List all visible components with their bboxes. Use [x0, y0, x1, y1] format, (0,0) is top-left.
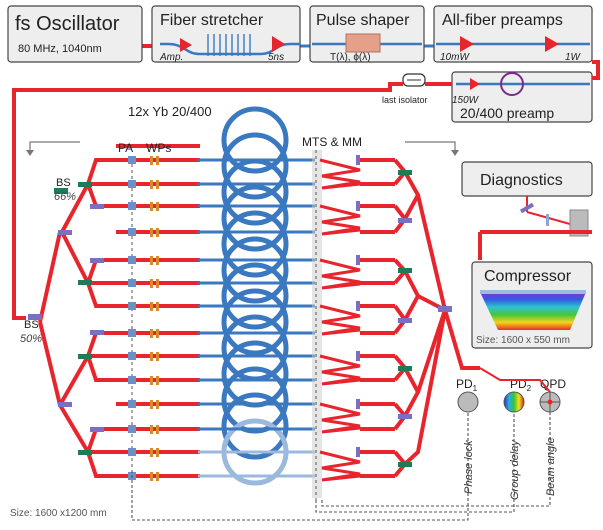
qpd-signal: Beam angle	[545, 437, 557, 496]
preamps-input-power: 10mW	[440, 52, 470, 63]
pd1-label: PD1	[456, 377, 478, 393]
dispersed-spectrum	[480, 292, 586, 330]
pump-triangle-icon	[470, 78, 480, 90]
diagnostics-section: Diagnostics	[461, 161, 593, 237]
mts-output-lines	[360, 158, 395, 478]
preamp-power: 150W	[452, 95, 480, 106]
grating-lines	[207, 34, 251, 56]
fiber-coil-icon	[500, 72, 524, 96]
pd1-signal: Phase lock	[463, 440, 475, 494]
diagnostics-label: Diagnostics	[480, 172, 563, 189]
fiber-coils	[221, 106, 289, 486]
amp-triangle-icon	[272, 36, 285, 52]
preamp-triangle-icon	[545, 36, 559, 52]
seed-chain: fs Oscillator 80 MHz, 1040nm Fiber stret…	[7, 5, 593, 63]
feedback-lines	[131, 412, 551, 521]
compressor-size: Size: 1600 x 550 mm	[476, 335, 570, 346]
amp-triangle-icon	[180, 38, 192, 52]
fiber-amplifier-array: 12x Yb 20/400	[128, 104, 315, 486]
preamp-triangle-icon	[460, 36, 474, 52]
mts-shade	[312, 150, 322, 498]
oscillator-spec: 80 MHz, 1040nm	[18, 43, 102, 55]
shaper-formula: T(λ), ϕ(λ)	[330, 52, 371, 63]
preamps-title: All-fiber preamps	[442, 12, 563, 29]
stretcher-duration: 5ns	[268, 52, 284, 63]
splitter-optics-right	[398, 170, 452, 467]
splitter-tree-left	[38, 158, 116, 478]
mts-label: MTS & MM	[302, 135, 362, 149]
bs-top-ratio: 66%	[54, 191, 76, 203]
preamps-box	[433, 5, 593, 63]
waveplate-markers	[150, 156, 159, 481]
amp-count-label: 12x Yb 20/400	[128, 104, 212, 119]
pa-markers	[128, 156, 136, 480]
stretcher-title: Fiber stretcher	[160, 12, 264, 29]
array-size-label: Size: 1600 x1200 mm	[10, 508, 107, 519]
compressor-label: Compressor	[484, 268, 572, 285]
detectors: PD1 PD2 QPD Phase lock Group delay Beam …	[456, 367, 566, 500]
preamp-20-400: 150W 20/400 preamp last isolator	[382, 71, 593, 123]
mts-zigzags	[319, 158, 361, 482]
main-beam-route	[12, 60, 600, 320]
oscillator-box	[7, 5, 143, 63]
shaper-mask	[345, 33, 381, 53]
compressor-section: Compressor Size: 1600 x 550 mm	[471, 230, 593, 349]
pd1-icon	[457, 391, 479, 413]
grating-bar	[480, 290, 586, 294]
splitter-optics-left: BS 66% BS 50%	[20, 177, 104, 455]
pd2-icon	[503, 391, 525, 413]
preamps-output-power: 1W	[565, 52, 582, 63]
shaper-title: Pulse shaper	[316, 12, 410, 29]
mirror-markers	[356, 155, 360, 457]
wps-label: WPs	[146, 141, 171, 155]
isolator-label: last isolator	[382, 95, 428, 105]
bs-top-name: BS	[56, 177, 71, 189]
fiber-channels	[198, 158, 315, 478]
bs-mid-ratio: 50%	[20, 333, 42, 345]
bs-mid-name: BS	[24, 319, 39, 331]
pa-label: PA	[118, 141, 133, 155]
stretcher-amp-label: Amp.	[159, 52, 183, 63]
mts-mm-section: MTS & MM	[302, 135, 480, 500]
bs-66-optic	[54, 188, 68, 194]
pd2-signal: Group delay	[509, 439, 521, 500]
oscillator-title: fs Oscillator	[15, 13, 120, 35]
pa-column: PA WPs	[118, 141, 171, 481]
preamp-label: 20/400 preamp	[460, 105, 554, 121]
beam-dump-icon	[569, 209, 589, 237]
bs-50-optic	[28, 314, 42, 320]
enclosure-arrows	[26, 141, 459, 156]
